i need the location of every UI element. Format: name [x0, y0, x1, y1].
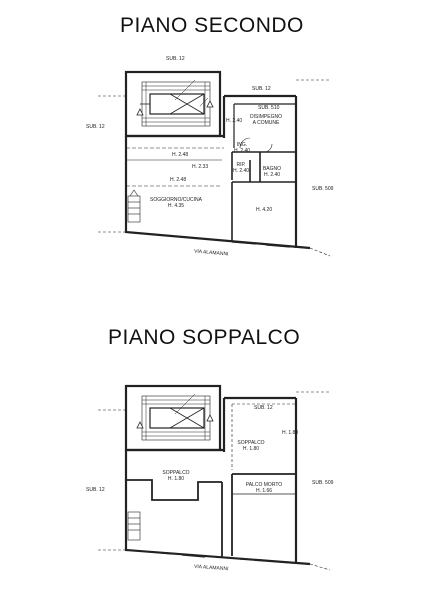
room-label: SOGGIORNO/CUCINA H. 4.35 [150, 197, 202, 209]
height-label: H. 4.20 [256, 207, 273, 213]
plan-soppalco-drawing [98, 384, 331, 571]
room-label: SUB. 509 [312, 480, 334, 486]
height-label: H. 2.48 [172, 152, 189, 158]
height-label: H. 2.33 [192, 164, 209, 170]
room-label: SUB. 509 [312, 186, 334, 192]
height-label: H. 2.40 [226, 118, 243, 124]
room-label: SUB. 510 [258, 105, 280, 111]
room-label: BAGNO H. 2.40 [262, 166, 282, 178]
room-label: PALCO MORTO H. 1.66 [245, 482, 283, 494]
room-label: SUB. 12 [252, 86, 271, 92]
plan-secondo-drawing [98, 70, 331, 257]
room-label: RIP. H. 2.40 [232, 162, 250, 174]
plan-title: PIANO SECONDO [120, 14, 304, 37]
staircase-upper [124, 70, 222, 138]
room-label: DISIMPEGNO A COMUNE [250, 114, 282, 126]
room-label: SOPPALCO H. 1.80 [162, 470, 190, 482]
room-label: SOPPALCO H. 1.80 [237, 440, 265, 452]
room-label: ING. H. 2.40 [233, 142, 251, 154]
height-label: H. 2.48 [170, 177, 187, 183]
room-label: SUB. 12 [86, 487, 105, 493]
staircase-lower [124, 384, 222, 452]
room-label: SUB. 12 [166, 56, 185, 62]
plan-title: PIANO SOPPALCO [108, 326, 301, 349]
room-label: SUB. 12 [86, 124, 105, 130]
room-label: SUB. 12 [254, 405, 273, 411]
height-label: H. 1.80 [282, 430, 299, 436]
